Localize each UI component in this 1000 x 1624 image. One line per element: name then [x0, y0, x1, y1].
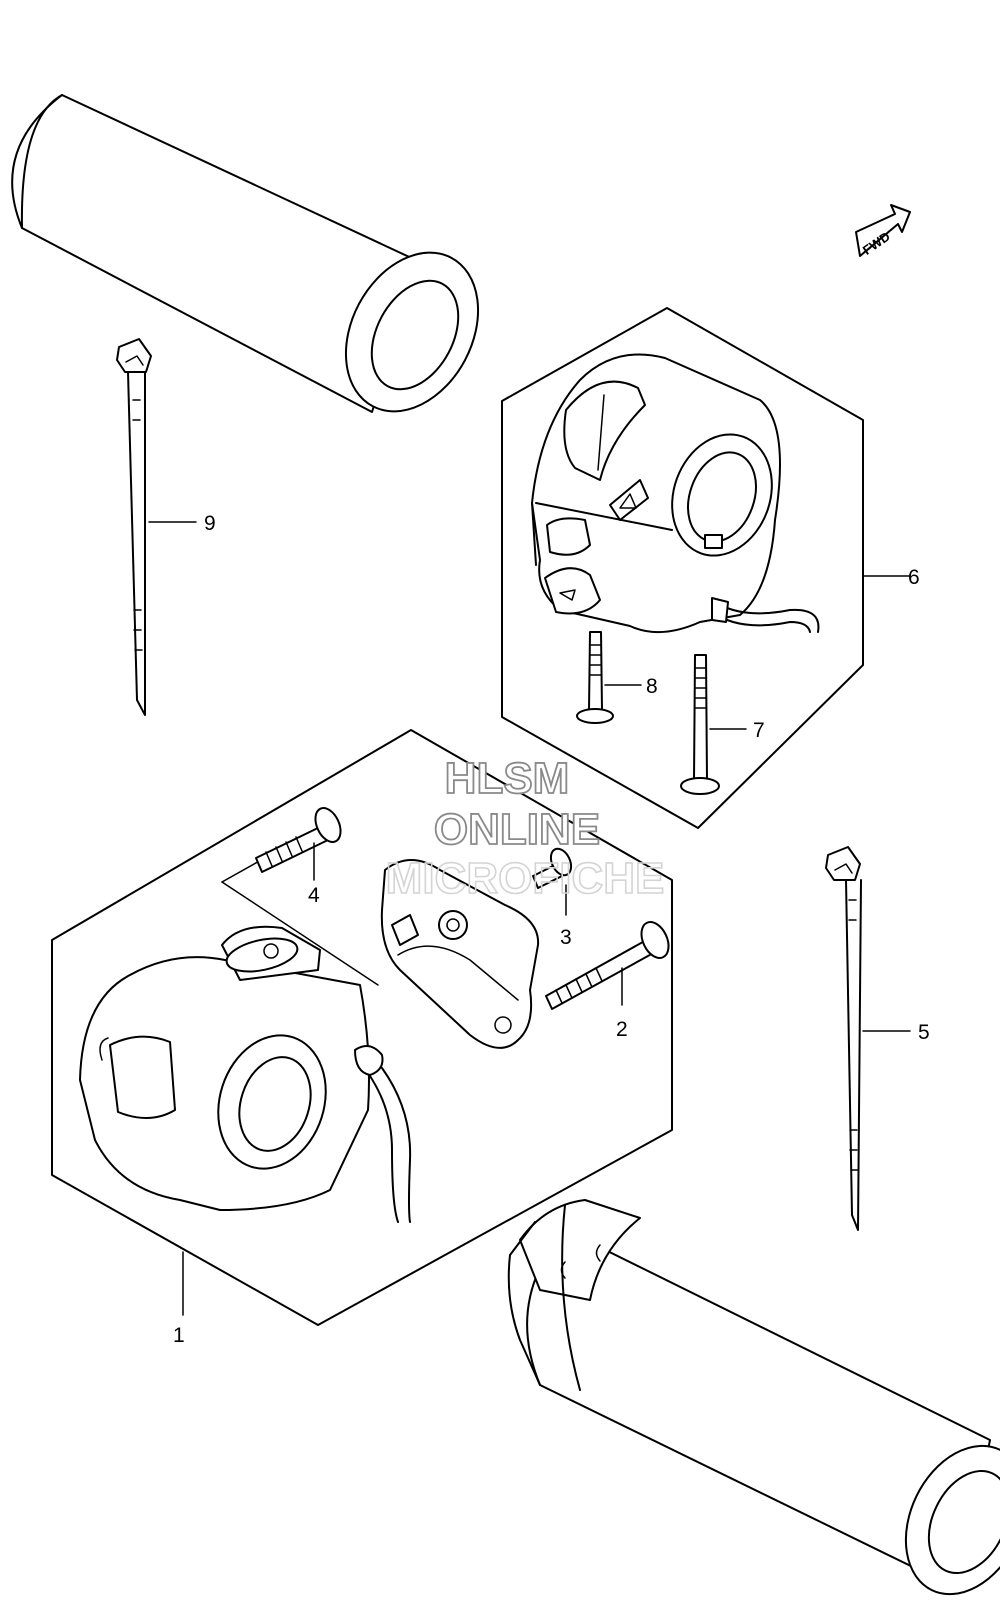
left-switch-assembly — [51, 729, 673, 1326]
cable-tie-5 — [825, 846, 911, 1231]
callout-8: 8 — [646, 675, 658, 698]
screw-4 — [255, 807, 342, 881]
callout-6: 6 — [908, 566, 920, 589]
callout-5: 5 — [918, 1021, 930, 1044]
callout-4: 4 — [308, 884, 320, 907]
fwd-arrow: FWD — [855, 204, 911, 258]
watermark-line3: MICROFICHE — [386, 854, 665, 903]
callout-7: 7 — [753, 719, 765, 742]
callout-labels: 1 2 3 4 5 6 7 8 9 — [173, 512, 930, 1347]
left-handlebar-grip — [11, 94, 480, 413]
callout-1: 1 — [173, 1324, 185, 1347]
right-switch-assembly — [501, 307, 911, 829]
watermark: MICROFICHE HLSM ONLINE — [385, 753, 665, 904]
switch-clamp-bracket — [380, 859, 540, 1049]
throttle-grip — [507, 1199, 1000, 1596]
screw-3 — [532, 847, 573, 916]
watermark-line2: ONLINE — [434, 805, 600, 854]
watermark-line1: HLSM — [445, 754, 570, 803]
callout-3: 3 — [560, 926, 572, 949]
callout-9: 9 — [204, 512, 216, 535]
screw-2 — [545, 921, 670, 1010]
cable-tie-9 — [116, 338, 197, 716]
callout-2: 2 — [616, 1018, 628, 1041]
